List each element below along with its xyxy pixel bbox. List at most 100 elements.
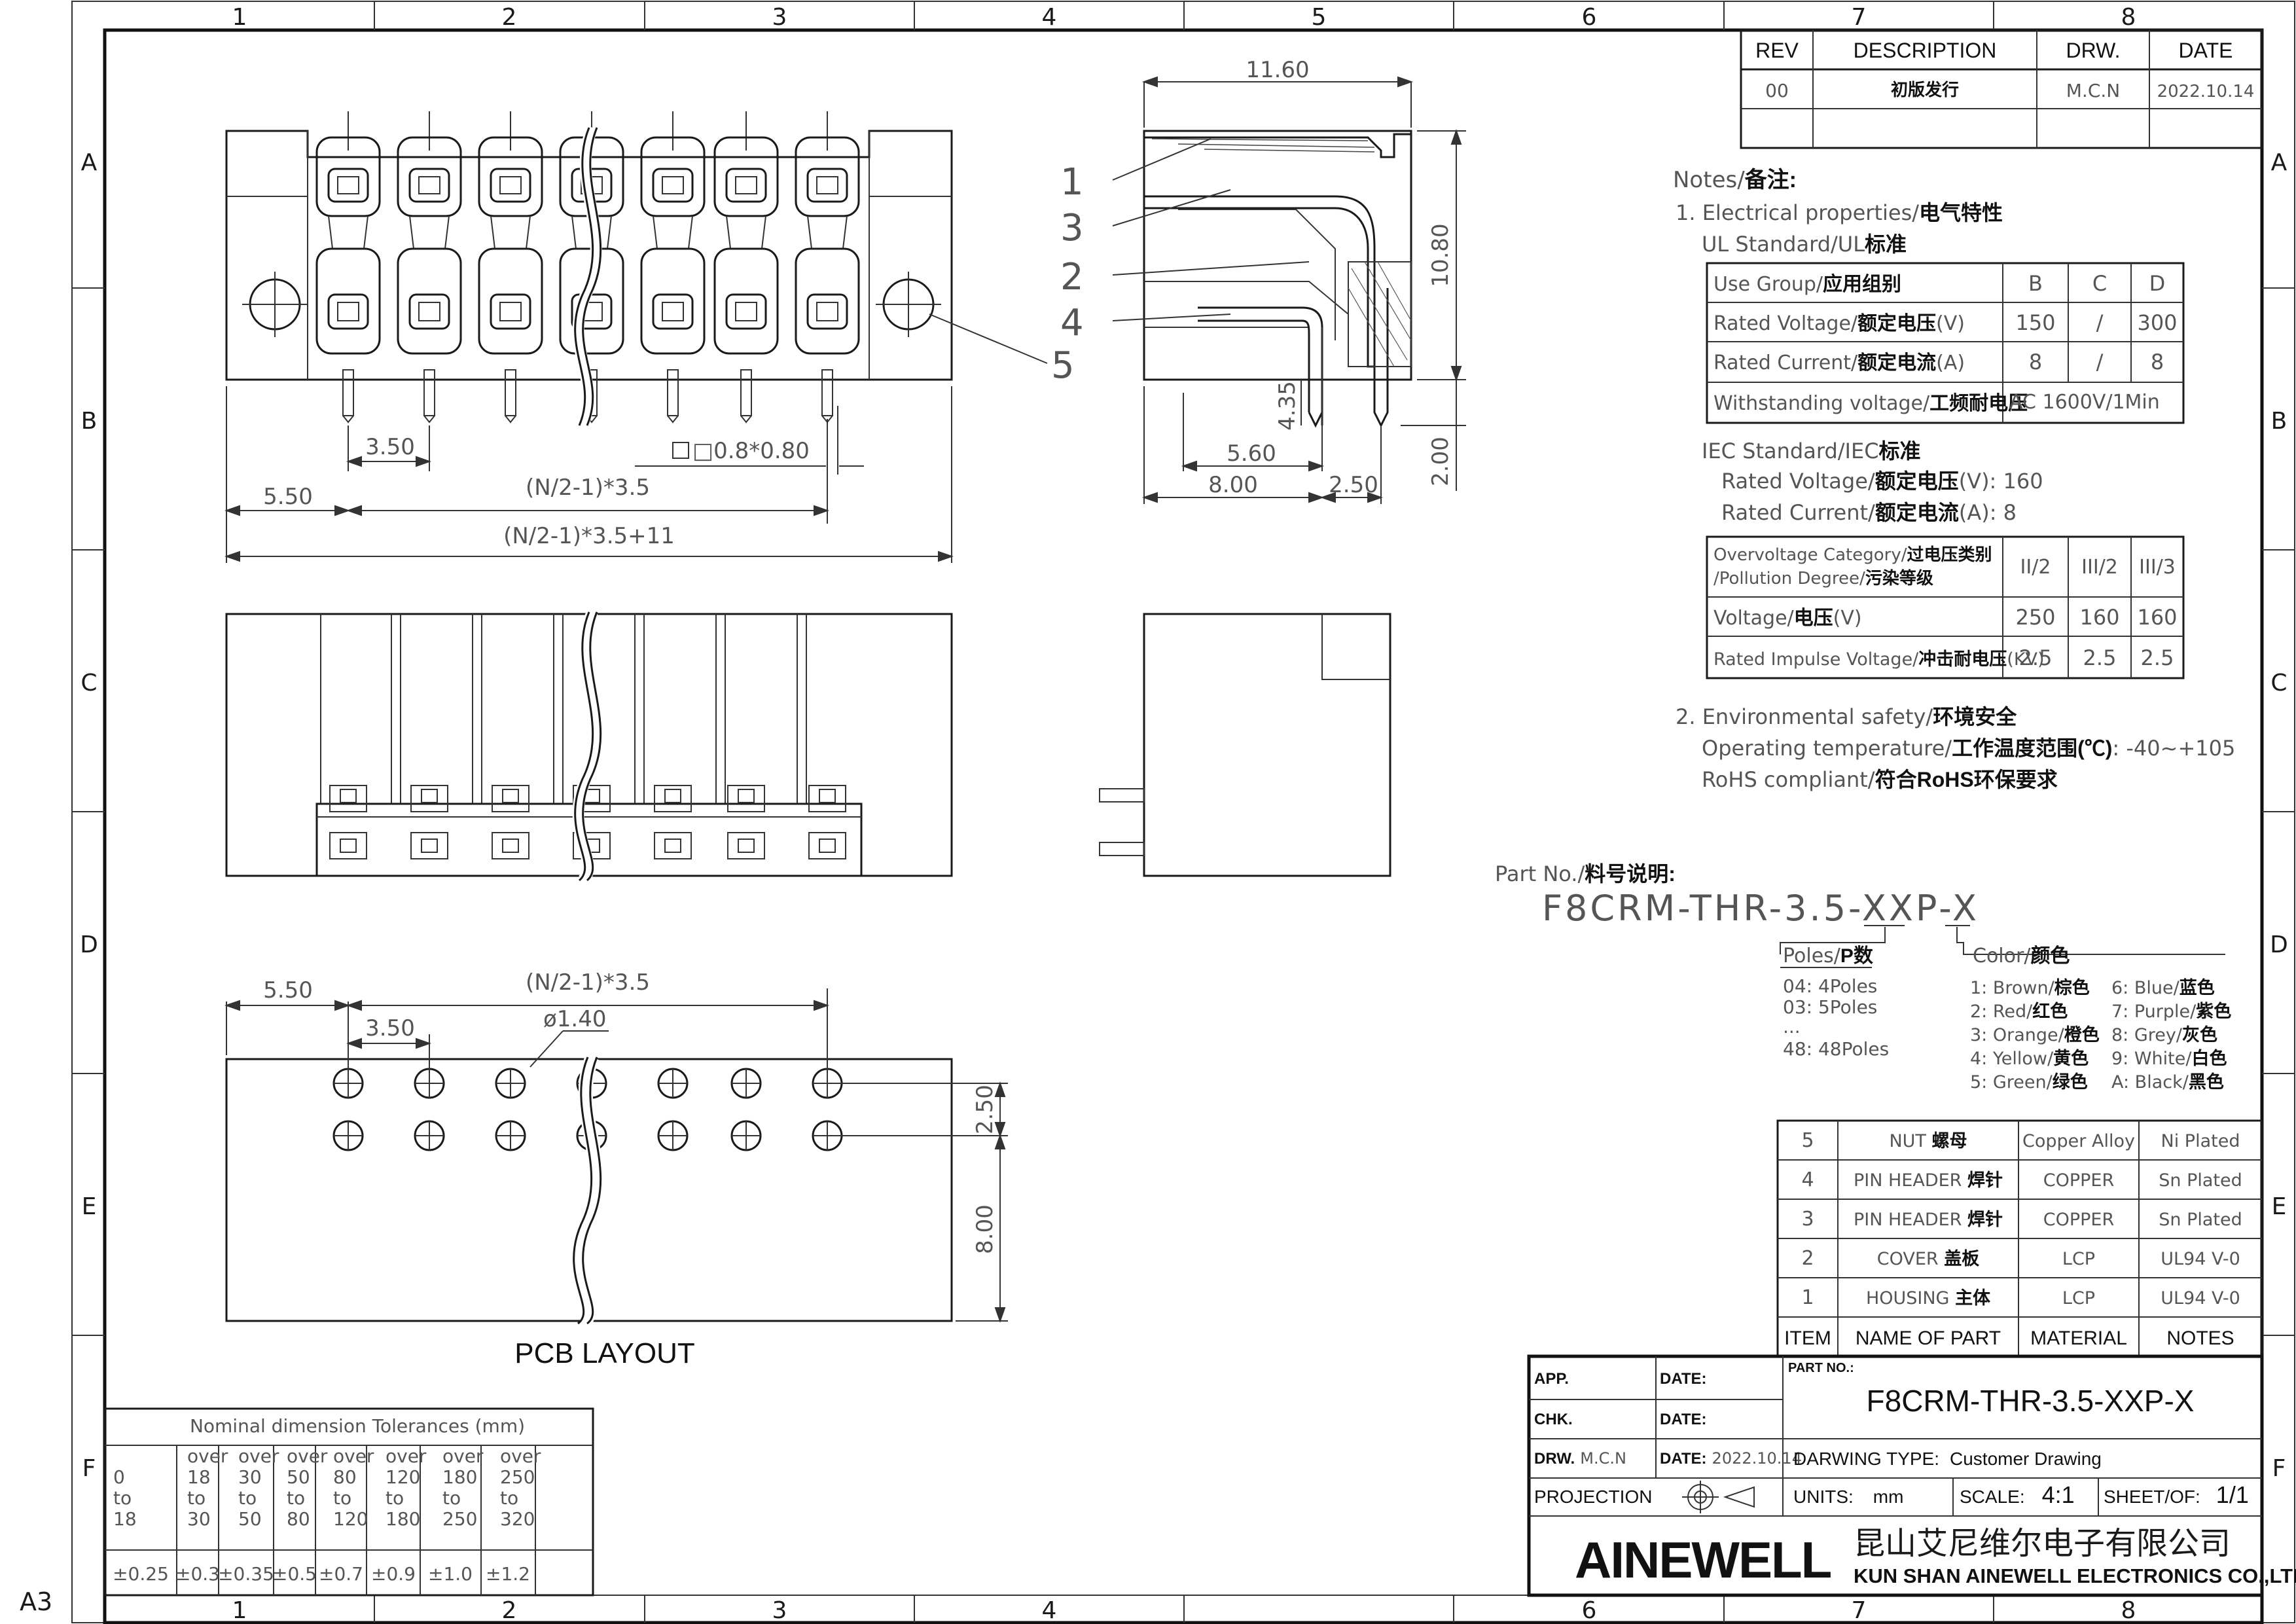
color-option: 2: Red/红色 <box>1970 1001 2068 1022</box>
bom-notes: UL94 V-0 <box>2161 1288 2240 1308</box>
pcb-dim-pitch: 3.50 <box>365 1015 415 1041</box>
bottom-terminal <box>410 785 448 859</box>
row-label-a: A <box>81 149 98 176</box>
pcb-hole <box>657 1068 689 1099</box>
tolerance-range-text: 120 <box>386 1466 420 1488</box>
drw-header: DRW. <box>2066 39 2121 62</box>
bottom-view <box>225 609 953 885</box>
iec-col-3: III/3 <box>2139 556 2176 579</box>
row-label-e: E <box>82 1193 97 1220</box>
color-title: Color/颜色 <box>1973 945 2070 967</box>
projection-label: PROJECTION <box>1534 1487 1652 1507</box>
pcb-dim-hole: ø1.40 <box>543 1006 607 1032</box>
notes-title: Notes/备注: <box>1673 167 1797 193</box>
dim-8-00: 8.00 <box>1208 472 1258 498</box>
callout-1: 1 <box>1060 161 1084 204</box>
tolerance-value: ±1.2 <box>486 1563 530 1585</box>
ul-title: UL Standard/UL标准 <box>1702 232 1907 257</box>
tolerance-range-text: 180 <box>386 1508 420 1530</box>
callout-3: 3 <box>1060 207 1084 249</box>
tolerance-range-text: 320 <box>500 1508 535 1530</box>
tolerance-range-text: to <box>238 1487 257 1509</box>
bom-header-name: NAME OF PART <box>1856 1327 2001 1349</box>
bom-header-item: ITEM <box>1784 1327 1831 1349</box>
drw-date: DATE:2022.10.14 <box>1660 1449 1802 1468</box>
iec-rated-current: Rated Current/额定电流(A): 8 <box>1721 500 2017 525</box>
tolerance-range-text: to <box>442 1487 461 1509</box>
dim-pin-size: □0.8*0.80 <box>692 438 810 464</box>
tolerance-range-text: to <box>333 1487 351 1509</box>
dim-pitch: 3.50 <box>365 434 415 460</box>
tolerance-range-text: 80 <box>333 1466 357 1488</box>
part-no-label: Part No./料号说明: <box>1495 861 1676 886</box>
scale: SCALE:4:1 <box>1960 1481 2075 1508</box>
color-option: 8: Grey/灰色 <box>2111 1024 2217 1045</box>
col-label-6: 6 <box>1582 4 1597 31</box>
dim-width: 11.60 <box>1246 57 1309 83</box>
iec-impulse-1: 2.5 <box>2019 645 2053 670</box>
col-label-3: 3 <box>772 4 787 31</box>
tolerance-range-text: 50 <box>287 1466 310 1488</box>
terminal-pair <box>478 111 543 424</box>
dim-tail: 2.00 <box>1427 437 1454 486</box>
col-label-6-bottom: 6 <box>1582 1597 1597 1624</box>
chk-date-label: DATE: <box>1660 1411 1707 1428</box>
tolerance-range-text: over <box>500 1445 541 1467</box>
bottom-terminal <box>654 785 692 859</box>
color-option: 6: Blue/蓝色 <box>2111 977 2215 998</box>
iec-voltage-3: 160 <box>2137 605 2177 630</box>
dim-offset: 5.50 <box>263 484 313 510</box>
ul-group-d: D <box>2149 271 2166 296</box>
tolerance-range-text: 0 <box>113 1466 125 1488</box>
col-label-2-bottom: 2 <box>502 1597 517 1624</box>
ul-current-d: 8 <box>2151 350 2164 374</box>
bom-notes: Sn Plated <box>2159 1170 2242 1191</box>
ul-voltage-c: / <box>2096 310 2104 335</box>
col-label-1-bottom: 1 <box>232 1597 247 1624</box>
bom-header-notes: NOTES <box>2166 1327 2234 1349</box>
tolerance-range-text: to <box>386 1487 404 1509</box>
ul-use-group-label: Use Group/应用组别 <box>1713 273 1901 296</box>
tolerance-range-text: over <box>187 1445 228 1467</box>
revision-description: 初版发行 <box>1891 80 1959 99</box>
row-label-a-right: A <box>2271 149 2287 176</box>
tolerance-range-text: over <box>333 1445 374 1467</box>
ul-rated-voltage-label: Rated Voltage/额定电压(V) <box>1713 312 1965 335</box>
part-no-title-label: PART NO.: <box>1788 1361 1854 1375</box>
pcb-hole <box>332 1120 364 1151</box>
tolerance-range-text: 18 <box>113 1508 137 1530</box>
iec-voltage-2: 160 <box>2079 605 2119 630</box>
row-label-b: B <box>81 408 98 435</box>
iec-impulse-label: Rated Impulse Voltage/冲击耐电压(KV) <box>1713 649 2045 670</box>
pcb-hole <box>730 1068 762 1099</box>
tolerance-range-text: over <box>238 1445 279 1467</box>
pcb-hole <box>414 1120 445 1151</box>
tolerance-range-text: 120 <box>333 1508 368 1530</box>
bottom-terminal <box>492 785 529 859</box>
drawing-type: DARWING TYPE:Customer Drawing <box>1793 1449 2102 1469</box>
callout-5: 5 <box>1051 344 1075 387</box>
tolerance-range-text: over <box>442 1445 484 1467</box>
drw-label: DRW.M.C.N <box>1534 1449 1626 1468</box>
pcb-dim-offset: 5.50 <box>263 977 313 1003</box>
revision-table: REV DESCRIPTION DRW. DATE 00 初版发行 M.C.N … <box>1740 29 2263 149</box>
bom-material: COPPER <box>2043 1170 2115 1191</box>
dim-2-50: 2.50 <box>1329 472 1378 498</box>
iec-col-1: II/2 <box>2020 556 2051 579</box>
iec-voltage-1: 250 <box>2015 605 2055 630</box>
iec-voltage-label: Voltage/电压(V) <box>1713 607 1862 630</box>
sheet-size-label: A3 <box>20 1587 52 1616</box>
row-label-c-right: C <box>2270 670 2287 696</box>
pcb-hole <box>657 1120 689 1151</box>
dim-height: 10.80 <box>1427 223 1454 287</box>
revision-date: 2022.10.14 <box>2157 82 2255 101</box>
callout-4: 4 <box>1060 302 1084 344</box>
bom-item-number: 5 <box>1801 1129 1814 1152</box>
ul-withstanding-label: Withstanding voltage/工频耐电压 <box>1713 392 2028 415</box>
bom-part-name: PIN HEADER 焊针 <box>1854 1210 2003 1230</box>
tolerance-range-text: 80 <box>287 1508 310 1530</box>
